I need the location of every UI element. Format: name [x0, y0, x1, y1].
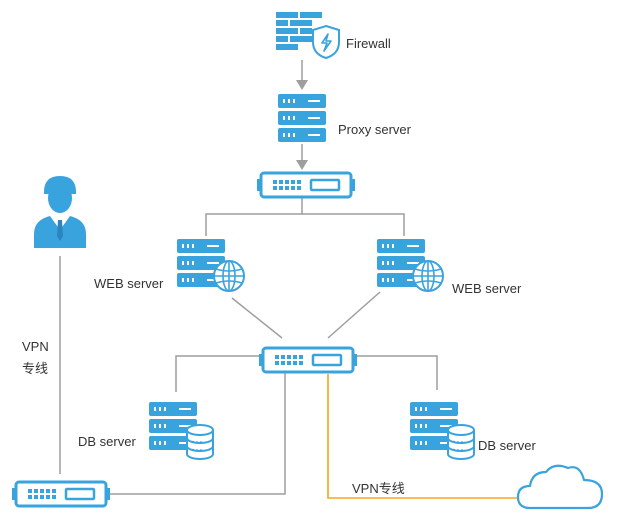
database-icon: [186, 424, 214, 460]
firewall-icon: [276, 12, 340, 60]
proxy-server-label: Proxy server: [338, 122, 411, 137]
top-switch-web-link: [205, 196, 303, 236]
vpn-orange-link: [327, 374, 522, 499]
database-icon: [447, 424, 475, 460]
top-switch-icon: [255, 171, 357, 199]
globe-icon: [412, 260, 444, 292]
core-switch-icon: [257, 346, 359, 374]
branch-core-link: [108, 373, 286, 495]
vpn-dedicated-line-label: VPN 专线: [22, 336, 49, 380]
arrowhead-proxy: [296, 80, 308, 90]
web-left-core-link: [231, 297, 283, 339]
web-server-right-label: WEB server: [452, 281, 522, 296]
web-server-left-label: WEB server: [94, 276, 164, 291]
cloud-icon: [516, 464, 604, 510]
user-icon: [34, 176, 86, 248]
vpn-label-line2: 专线: [22, 361, 49, 376]
top-switch-web-link-right: [302, 213, 405, 236]
web-right-core-link: [327, 291, 381, 339]
branch-switch-icon: [10, 480, 112, 508]
proxy-server-icon: [278, 94, 326, 142]
vpn-label-line1: VPN: [22, 339, 49, 354]
arrowhead-switch: [296, 160, 308, 170]
db-server-right-label: DB server: [478, 438, 536, 453]
vpn-bottom-label: VPN专线: [352, 481, 405, 496]
db-server-left-label: DB server: [78, 434, 136, 449]
firewall-label: Firewall: [346, 36, 391, 51]
arrowheads: [296, 80, 308, 170]
globe-icon: [213, 260, 245, 292]
